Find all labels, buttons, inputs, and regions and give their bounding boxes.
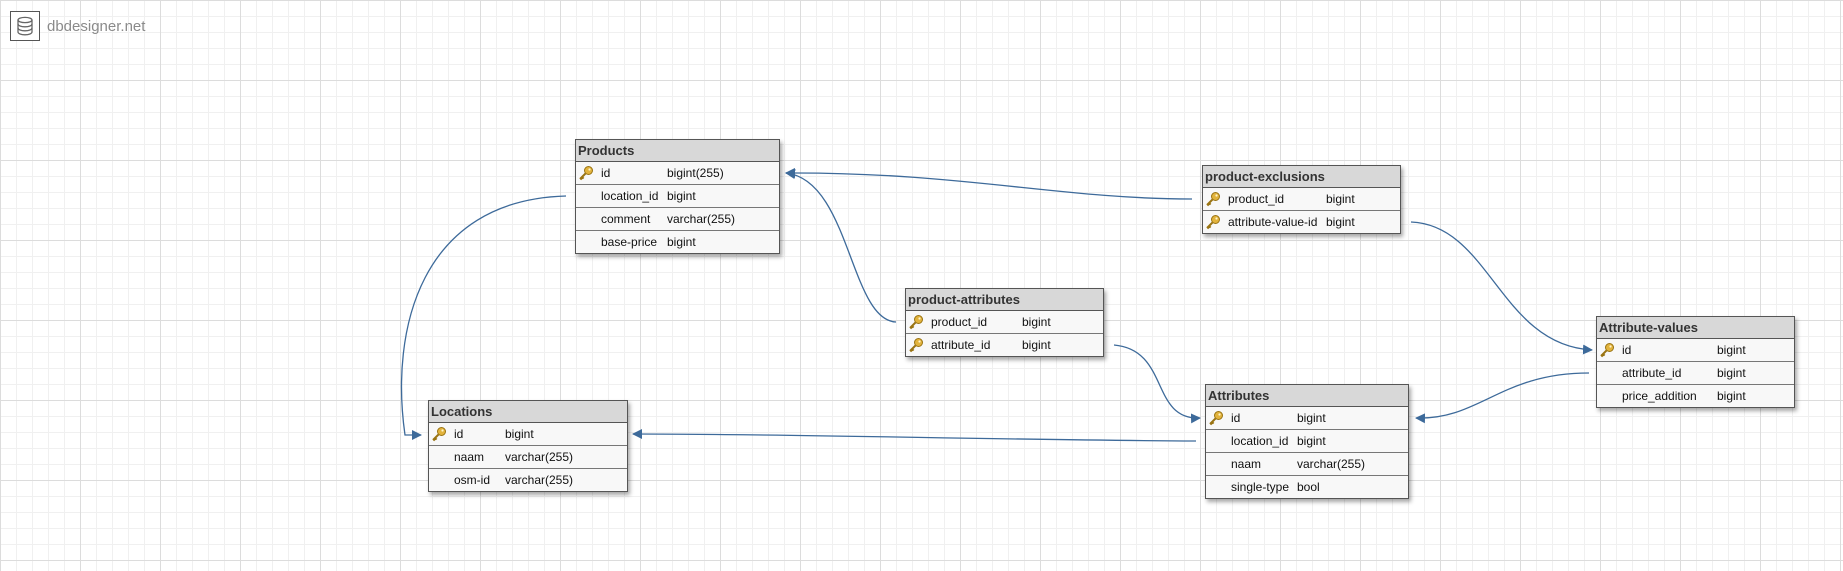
field-name: naam xyxy=(1231,457,1262,471)
field-row-osm-id[interactable]: osm-id varchar(255) xyxy=(429,469,627,491)
field-type: bigint xyxy=(1326,215,1355,229)
key-icon xyxy=(1206,192,1220,207)
field-name: location_id xyxy=(1231,434,1289,448)
field-row-price-addition[interactable]: price_addition bigint xyxy=(1597,385,1794,407)
field-row-naam[interactable]: naam varchar(255) xyxy=(1206,453,1408,476)
field-row-id[interactable]: id bigint(255) xyxy=(576,162,779,185)
field-row-attribute-id[interactable]: attribute_id bigint xyxy=(1597,362,1794,385)
field-name: product_id xyxy=(931,315,988,329)
field-type: bigint xyxy=(667,235,696,249)
field-row-id[interactable]: id bigint xyxy=(1597,339,1794,362)
table-product-exclusions[interactable]: product-exclusions product_id bigint att… xyxy=(1202,165,1401,234)
field-row-product-id[interactable]: product_id bigint xyxy=(1203,188,1400,211)
field-type: bigint xyxy=(1326,192,1355,206)
field-name: attribute_id xyxy=(1622,366,1682,380)
table-title[interactable]: Attribute-values xyxy=(1597,317,1794,339)
table-locations[interactable]: Locations id bigint naam varchar(255) os… xyxy=(428,400,628,492)
field-row-product-id[interactable]: product_id bigint xyxy=(906,311,1103,334)
table-products[interactable]: Products id bigint(255) location_id bigi… xyxy=(575,139,780,254)
field-name: naam xyxy=(454,450,485,464)
field-name: location_id xyxy=(601,189,659,203)
field-type: bigint xyxy=(1022,338,1051,352)
field-type: varchar(255) xyxy=(505,450,574,464)
field-type: bigint xyxy=(1022,315,1051,329)
key-icon xyxy=(1206,215,1220,230)
key-icon xyxy=(909,315,923,330)
table-title[interactable]: Products xyxy=(576,140,779,162)
field-row-naam[interactable]: naam varchar(255) xyxy=(429,446,627,469)
key-icon xyxy=(1209,411,1223,426)
relation-attribute-values-attribute-to-attributes-id[interactable] xyxy=(1415,372,1590,424)
field-row-single-type[interactable]: single-type bool xyxy=(1206,476,1408,498)
field-name: product_id xyxy=(1228,192,1285,206)
table-attribute-values[interactable]: Attribute-values id bigint attribute_id … xyxy=(1596,316,1795,408)
field-row-id[interactable]: id bigint xyxy=(429,423,627,446)
field-name: single-type xyxy=(1231,480,1290,494)
table-title[interactable]: product-exclusions xyxy=(1203,166,1400,188)
field-type: bigint(255) xyxy=(667,166,724,180)
field-name: osm-id xyxy=(454,473,491,487)
field-row-base-price[interactable]: base-price bigint xyxy=(576,231,779,253)
field-name: price_addition xyxy=(1622,389,1697,403)
table-title[interactable]: Locations xyxy=(429,401,627,423)
field-name: id xyxy=(601,166,611,180)
field-name: base-price xyxy=(601,235,658,249)
field-name: attribute_id xyxy=(931,338,991,352)
key-icon xyxy=(432,427,446,442)
table-attributes[interactable]: Attributes id bigint location_id bigint … xyxy=(1205,384,1409,499)
field-type: bigint xyxy=(667,189,696,203)
field-type: bigint xyxy=(1297,411,1326,425)
field-row-location-id[interactable]: location_id bigint xyxy=(1206,430,1408,453)
field-name: id xyxy=(1231,411,1241,425)
key-icon xyxy=(579,166,593,181)
table-title[interactable]: product-attributes xyxy=(906,289,1103,311)
field-type: bigint xyxy=(1717,343,1746,357)
app-logo: dbdesigner.net xyxy=(10,10,145,42)
field-row-location-id[interactable]: location_id bigint xyxy=(576,185,779,208)
relation-exclusions-value-to-attribute-values-id[interactable] xyxy=(1410,221,1593,355)
field-type: varchar(255) xyxy=(1297,457,1366,471)
field-name: id xyxy=(454,427,464,441)
field-type: varchar(255) xyxy=(505,473,574,487)
field-type: bool xyxy=(1297,480,1320,494)
field-row-comment[interactable]: comment varchar(255) xyxy=(576,208,779,231)
field-type: bigint xyxy=(1717,389,1746,403)
relation-exclusions-product-to-products-id[interactable] xyxy=(785,167,1193,200)
field-name: comment xyxy=(601,212,651,226)
relation-product-attributes-product-to-products-id[interactable] xyxy=(785,169,897,323)
field-row-id[interactable]: id bigint xyxy=(1206,407,1408,430)
relation-product-attributes-attribute-to-attributes-id[interactable] xyxy=(1113,344,1201,424)
key-icon xyxy=(1600,343,1614,358)
relation-attributes-location-to-locations-id[interactable] xyxy=(632,429,1197,442)
field-name: id xyxy=(1622,343,1632,357)
table-product-attributes[interactable]: product-attributes product_id bigint att… xyxy=(905,288,1104,357)
field-row-attribute-value-id[interactable]: attribute-value-id bigint xyxy=(1203,211,1400,233)
logo-text: dbdesigner.net xyxy=(47,17,146,35)
field-type: bigint xyxy=(1717,366,1746,380)
key-icon xyxy=(909,338,923,353)
field-row-attribute-id[interactable]: attribute_id bigint xyxy=(906,334,1103,356)
field-name: attribute-value-id xyxy=(1228,215,1318,229)
table-title[interactable]: Attributes xyxy=(1206,385,1408,407)
field-type: varchar(255) xyxy=(667,212,736,226)
field-type: bigint xyxy=(505,427,534,441)
field-type: bigint xyxy=(1297,434,1326,448)
database-icon xyxy=(10,11,40,41)
